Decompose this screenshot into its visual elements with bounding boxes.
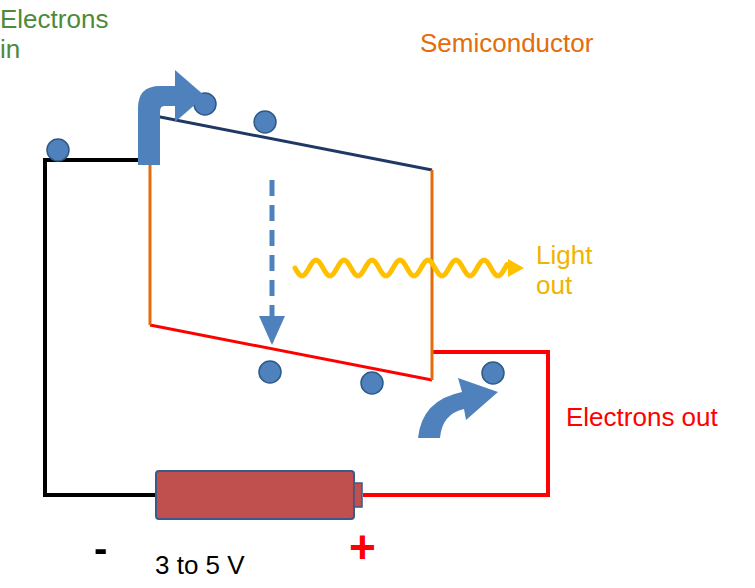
- flow-label: Electrons out: [566, 402, 726, 432]
- curved-arrow: [138, 70, 205, 165]
- battery-body: [156, 471, 354, 519]
- electron: [482, 362, 504, 384]
- wire: [45, 160, 155, 495]
- component-label: Semiconductor: [420, 28, 593, 58]
- electron: [47, 139, 69, 161]
- polarity-sign: +: [349, 522, 376, 572]
- electron: [259, 361, 281, 383]
- valence-band: [150, 325, 432, 380]
- battery-symbol: 3 to 5 V: [155, 470, 363, 520]
- electron: [194, 93, 216, 115]
- arrowhead: [508, 259, 524, 277]
- electron: [361, 372, 383, 394]
- semiconductor-block: Semiconductor: [150, 108, 432, 380]
- node-outline: [155, 470, 363, 520]
- polarity-sign: -: [94, 526, 107, 570]
- electron-set: [47, 93, 504, 394]
- electron: [254, 111, 276, 133]
- voltage-label: 3 to 5 V: [155, 550, 245, 580]
- conduction-band: [150, 115, 432, 170]
- flow-label: Light out: [536, 240, 616, 300]
- semiconductor-edge: [431, 170, 434, 380]
- dashed-arrow: [270, 180, 275, 318]
- light-wave: [295, 260, 507, 276]
- flow-label: Electrons in: [0, 4, 135, 64]
- semiconductor-edge: [149, 115, 152, 325]
- battery-terminal: [354, 483, 362, 507]
- curved-arrow: [418, 378, 498, 438]
- arrowhead: [259, 316, 285, 345]
- node-outline: [150, 108, 432, 380]
